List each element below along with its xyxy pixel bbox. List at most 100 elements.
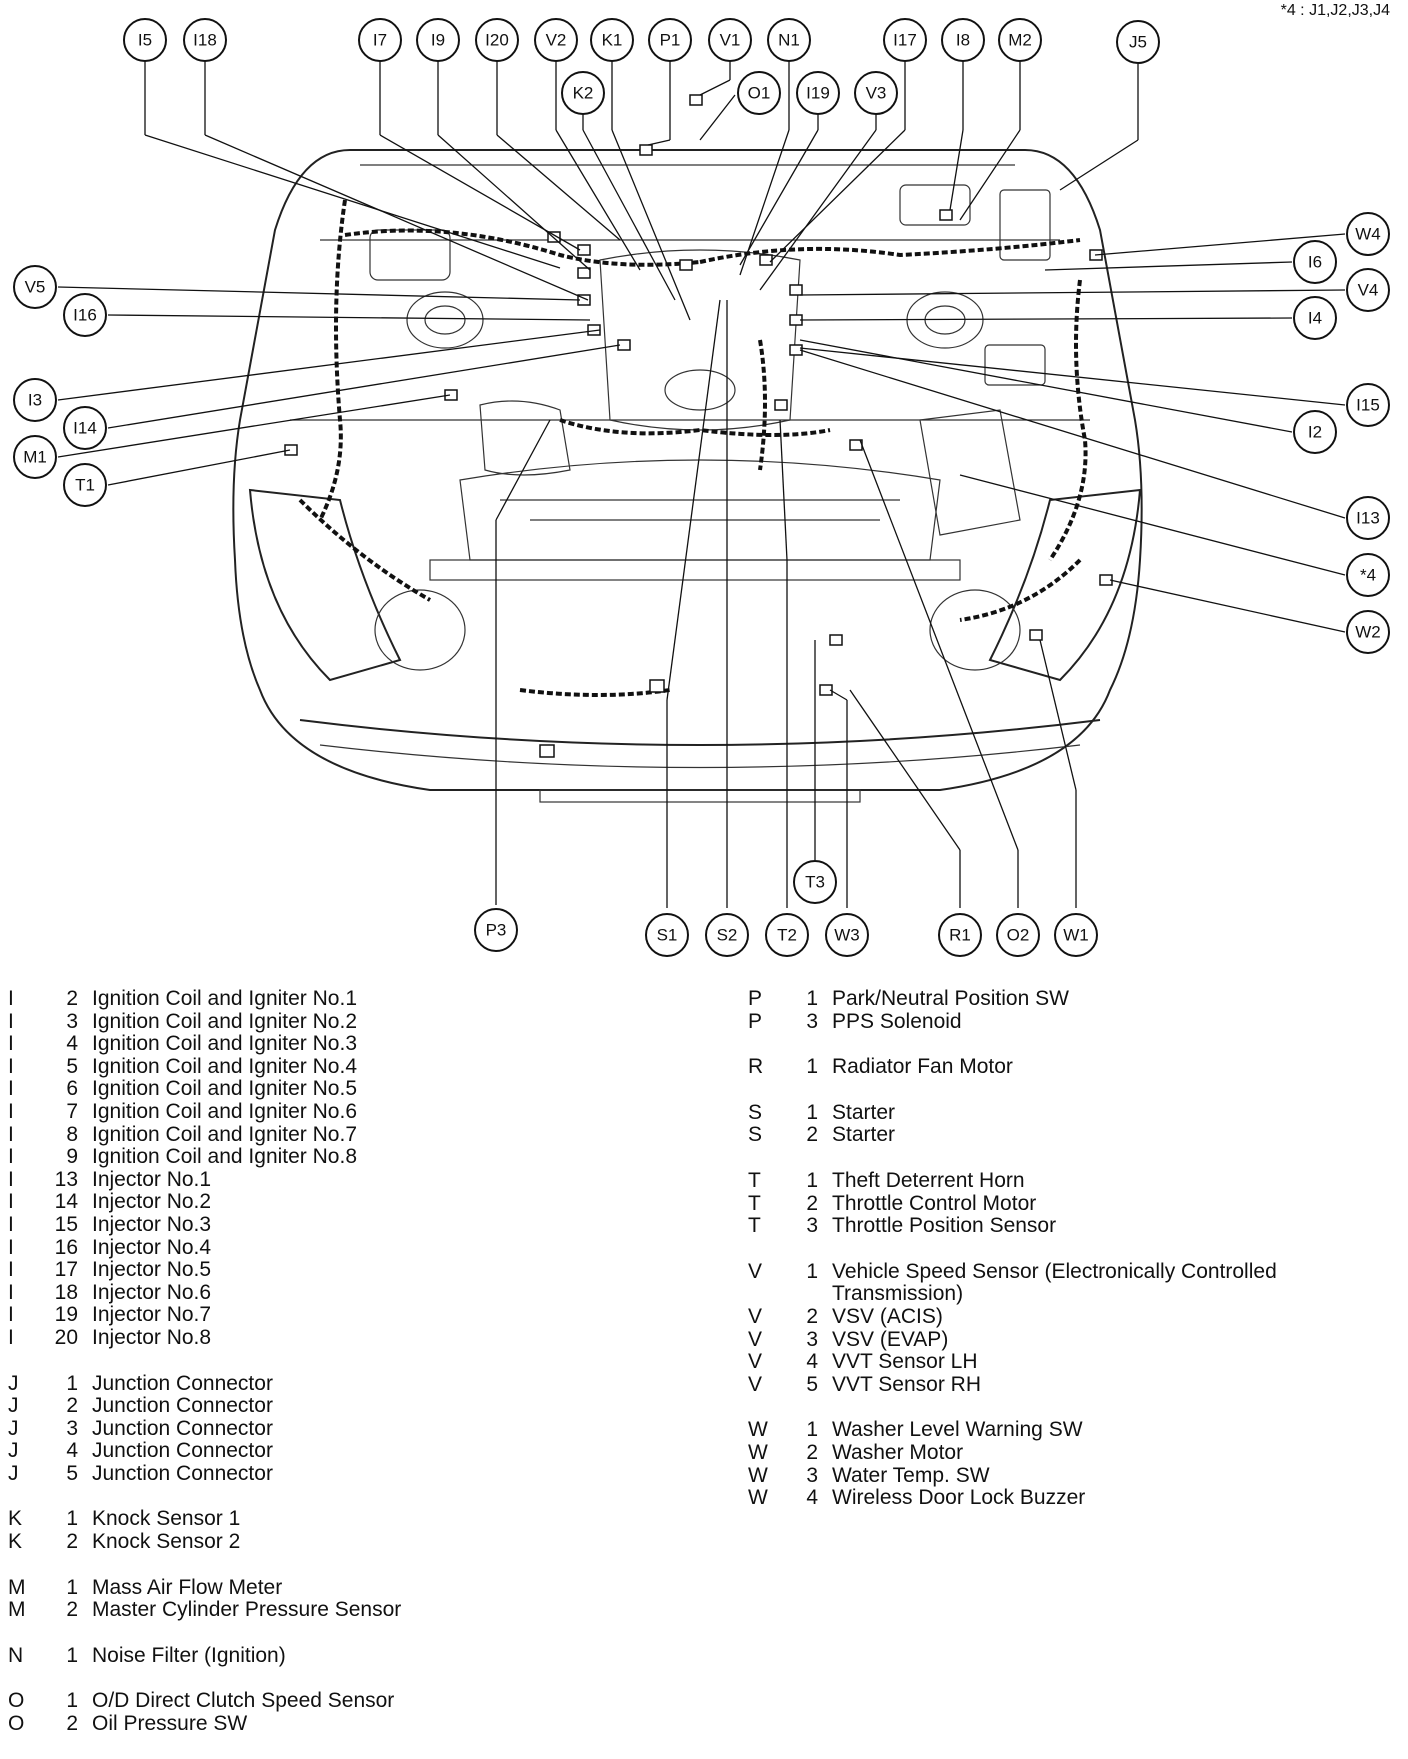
legend-code-letter: M	[8, 1575, 26, 1599]
legend-code-number: 4	[66, 1032, 78, 1056]
legend-description: Injector No.2	[92, 1190, 212, 1214]
callout-circle	[1346, 553, 1390, 597]
callout-circle	[475, 18, 519, 62]
callout-label: I13	[1356, 509, 1380, 528]
legend-code-number: 5	[806, 1372, 818, 1396]
callout-circle	[737, 71, 781, 115]
legend-code-letter: I	[8, 1325, 14, 1349]
legend-code-letter: S	[748, 1123, 763, 1147]
legend-description: VVT Sensor RH	[832, 1372, 981, 1396]
legend-description: Oil Pressure SW	[92, 1712, 248, 1736]
vehicle-body	[232, 94, 1143, 803]
legend-code-letter: W	[748, 1440, 768, 1464]
legend-description: PPS Solenoid	[832, 1009, 962, 1033]
callout-circle	[938, 913, 982, 957]
callout-circle	[708, 18, 752, 62]
legend-description: Noise Filter (Ignition)	[92, 1643, 286, 1667]
callout-circle	[416, 18, 460, 62]
legend-code-number: 1	[66, 1507, 78, 1531]
legend-code-letter: J	[8, 1394, 19, 1418]
legend-code-letter: I	[8, 1054, 14, 1078]
callout-label: I15	[1356, 396, 1380, 415]
legend-code-letter: T	[748, 1168, 761, 1192]
callout-w3: W3	[825, 913, 869, 957]
legend-code-letter: I	[8, 1190, 14, 1214]
callout-circle	[1346, 496, 1390, 540]
legend-description: Injector No.1	[92, 1167, 212, 1191]
legend-code-letter: J	[8, 1439, 19, 1463]
callout-circle	[534, 18, 578, 62]
legend-description: Washer Motor	[832, 1440, 964, 1464]
legend-code-letter: V	[748, 1350, 763, 1374]
callout-label: W2	[1355, 623, 1381, 642]
legend-code-letter: I	[8, 1235, 14, 1259]
legend-code-letter: I	[8, 1122, 14, 1146]
callout-label: T1	[75, 476, 95, 495]
callout-label: V3	[866, 84, 887, 103]
legend-code-number: 1	[806, 1055, 818, 1079]
callout-circle	[645, 913, 689, 957]
legend-description: O/D Direct Clutch Speed Sensor	[92, 1689, 395, 1713]
callout-i16: I16	[63, 293, 107, 337]
callout-i5: I5	[123, 18, 167, 62]
legend-description: Junction Connector	[92, 1439, 273, 1463]
callout-circle	[63, 463, 107, 507]
callout-label: I2	[1308, 423, 1322, 442]
legend-code-number: 2	[806, 1123, 818, 1147]
callout-k2: K2	[561, 71, 605, 115]
callout-label: W3	[834, 926, 860, 945]
callout-circle	[63, 406, 107, 450]
legend-code-number: 15	[54, 1212, 78, 1236]
legend-code-number: 1	[66, 1575, 78, 1599]
callout-circle	[1346, 610, 1390, 654]
callout-label: *4	[1360, 566, 1376, 585]
legend-description: Junction Connector	[92, 1371, 273, 1395]
legend-code-number: 2	[806, 1304, 818, 1328]
callout-label: I4	[1308, 309, 1322, 328]
legend-code-letter: R	[748, 1055, 764, 1079]
callout-circle	[998, 18, 1042, 62]
legend-code-letter: V	[748, 1327, 763, 1351]
legend-code-letter: T	[748, 1214, 761, 1238]
callout-s1: S1	[645, 913, 689, 957]
callout-label: I18	[193, 31, 217, 50]
callout-label: I8	[956, 31, 970, 50]
callout-circle	[648, 18, 692, 62]
callout-s2: S2	[705, 913, 749, 957]
legend-code-letter: I	[8, 1099, 14, 1123]
legend-description: VVT Sensor LH	[832, 1350, 978, 1374]
legend-code-letter: I	[8, 1009, 14, 1033]
legend-description: Master Cylinder Pressure Sensor	[92, 1598, 402, 1622]
callout-label: P3	[486, 921, 507, 940]
legend-description: Starter	[832, 1123, 896, 1147]
legend-code-number: 2	[66, 987, 78, 1010]
callout-label: I5	[138, 31, 152, 50]
callout-t1: T1	[63, 463, 107, 507]
legend-description: Knock Sensor 2	[92, 1530, 241, 1554]
callout-circle	[825, 913, 869, 957]
legend-code-number: 2	[66, 1712, 78, 1736]
legend-row: S 2 Starter	[748, 1124, 1388, 1147]
callout-label: I16	[73, 306, 97, 325]
callout-i20: I20	[475, 18, 519, 62]
callout-label: S1	[657, 926, 678, 945]
